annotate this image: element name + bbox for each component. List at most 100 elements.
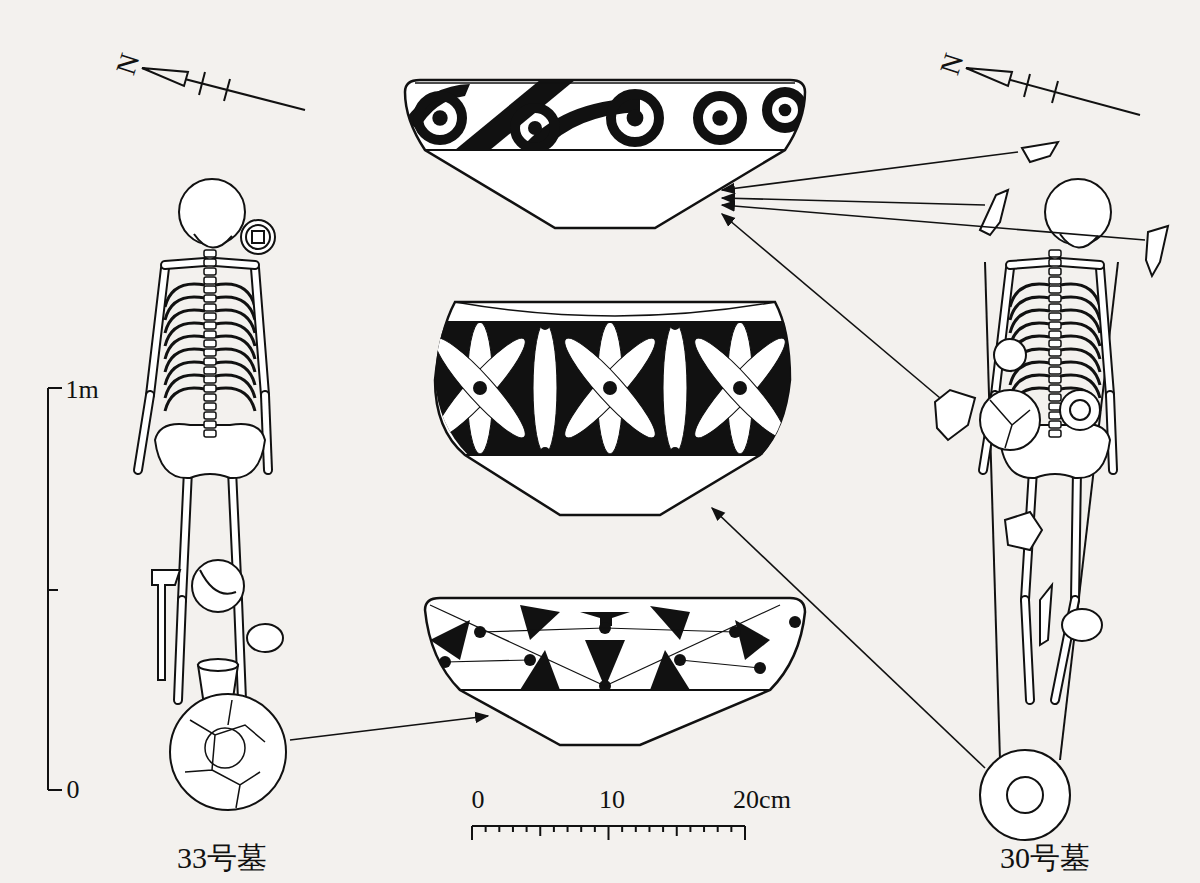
swirl-motif — [418, 96, 462, 140]
petal-motif — [426, 330, 534, 445]
vertebra — [1049, 304, 1061, 311]
bone — [1010, 262, 1050, 265]
rib — [215, 297, 255, 320]
petal-motif — [556, 330, 664, 445]
bone — [265, 395, 268, 470]
rib — [1060, 349, 1100, 372]
bone — [138, 395, 150, 470]
vertebra — [1049, 367, 1061, 374]
vertebra — [204, 331, 216, 338]
vertebra — [1049, 358, 1061, 365]
grave-goods — [935, 142, 1168, 840]
vertebra — [1049, 421, 1061, 428]
swirl-motif — [698, 96, 742, 140]
scale-tick — [689, 826, 691, 832]
vertebra — [204, 259, 216, 266]
rib — [1010, 297, 1050, 320]
horizontal-scale — [472, 826, 745, 840]
rib — [165, 284, 205, 307]
vertebra — [204, 304, 216, 311]
vertebra — [204, 349, 216, 356]
scale-tick — [717, 826, 719, 832]
scale-tick — [703, 826, 705, 832]
swirl-motif — [779, 104, 792, 117]
scale-tick — [553, 826, 555, 832]
bone — [1100, 268, 1110, 395]
rib — [215, 375, 255, 398]
scale-tick — [485, 826, 487, 832]
vertebra — [1049, 268, 1061, 275]
painted-bowl — [405, 80, 805, 228]
bone — [1110, 395, 1113, 470]
bone — [1060, 262, 1100, 265]
vertebra — [204, 385, 216, 392]
bone — [178, 600, 182, 700]
pelvis — [155, 424, 265, 478]
scale-tick — [580, 826, 582, 832]
bone — [1075, 470, 1077, 600]
vertebra — [204, 403, 216, 410]
vertebra — [1049, 340, 1061, 347]
bone — [178, 600, 182, 700]
swirl-motif — [432, 110, 447, 125]
rib — [215, 284, 255, 307]
bone — [265, 395, 268, 470]
bone — [215, 262, 255, 265]
swirl-motif — [611, 94, 659, 142]
rib — [1010, 284, 1050, 307]
painted-bowl — [425, 598, 805, 745]
swirl-motif — [767, 92, 803, 128]
rib — [215, 349, 255, 372]
rib — [1060, 310, 1100, 333]
petal-motif — [663, 322, 687, 454]
rib — [1010, 310, 1050, 333]
rib — [165, 362, 205, 385]
swirl-motif — [515, 108, 555, 148]
vertebra — [204, 286, 216, 293]
line-motif — [445, 660, 530, 662]
bone — [255, 268, 265, 395]
vertebra — [1049, 385, 1061, 392]
bone — [165, 262, 205, 265]
vertebra — [1049, 259, 1061, 266]
line-motif — [605, 628, 735, 632]
bone — [1060, 262, 1100, 265]
dot-motif — [603, 381, 617, 395]
scale-label: 20cm — [733, 787, 791, 813]
bone — [995, 268, 1010, 395]
vertebra — [1049, 277, 1061, 284]
scale-label: 10 — [599, 787, 625, 813]
vertebra — [204, 376, 216, 383]
vertebra — [204, 268, 216, 275]
rib — [165, 388, 205, 411]
bone — [1025, 600, 1030, 700]
rib — [215, 336, 255, 359]
painted-bowl — [426, 302, 795, 515]
scale-tick — [730, 826, 732, 832]
vertebra — [1049, 412, 1061, 419]
scale-tick — [635, 826, 637, 832]
dot-motif — [733, 381, 747, 395]
scale-tick — [539, 826, 541, 836]
bone — [1110, 395, 1113, 470]
bone — [150, 268, 165, 395]
vertebra — [204, 367, 216, 374]
north-label: N — [936, 50, 969, 78]
line-motif — [480, 628, 605, 632]
vertebra — [204, 394, 216, 401]
line-motif — [430, 605, 605, 686]
rib — [1060, 362, 1100, 385]
line-motif — [605, 605, 780, 686]
bone — [182, 470, 188, 600]
scale-tick — [676, 826, 678, 836]
bone — [238, 600, 242, 700]
petal-motif — [686, 330, 794, 445]
vertebra — [204, 430, 216, 437]
vertebra — [1049, 376, 1061, 383]
scale-tick — [744, 826, 746, 840]
vertebra — [1049, 250, 1061, 257]
rib — [1060, 323, 1100, 346]
bone — [165, 262, 205, 265]
north-arrow — [966, 68, 1140, 115]
